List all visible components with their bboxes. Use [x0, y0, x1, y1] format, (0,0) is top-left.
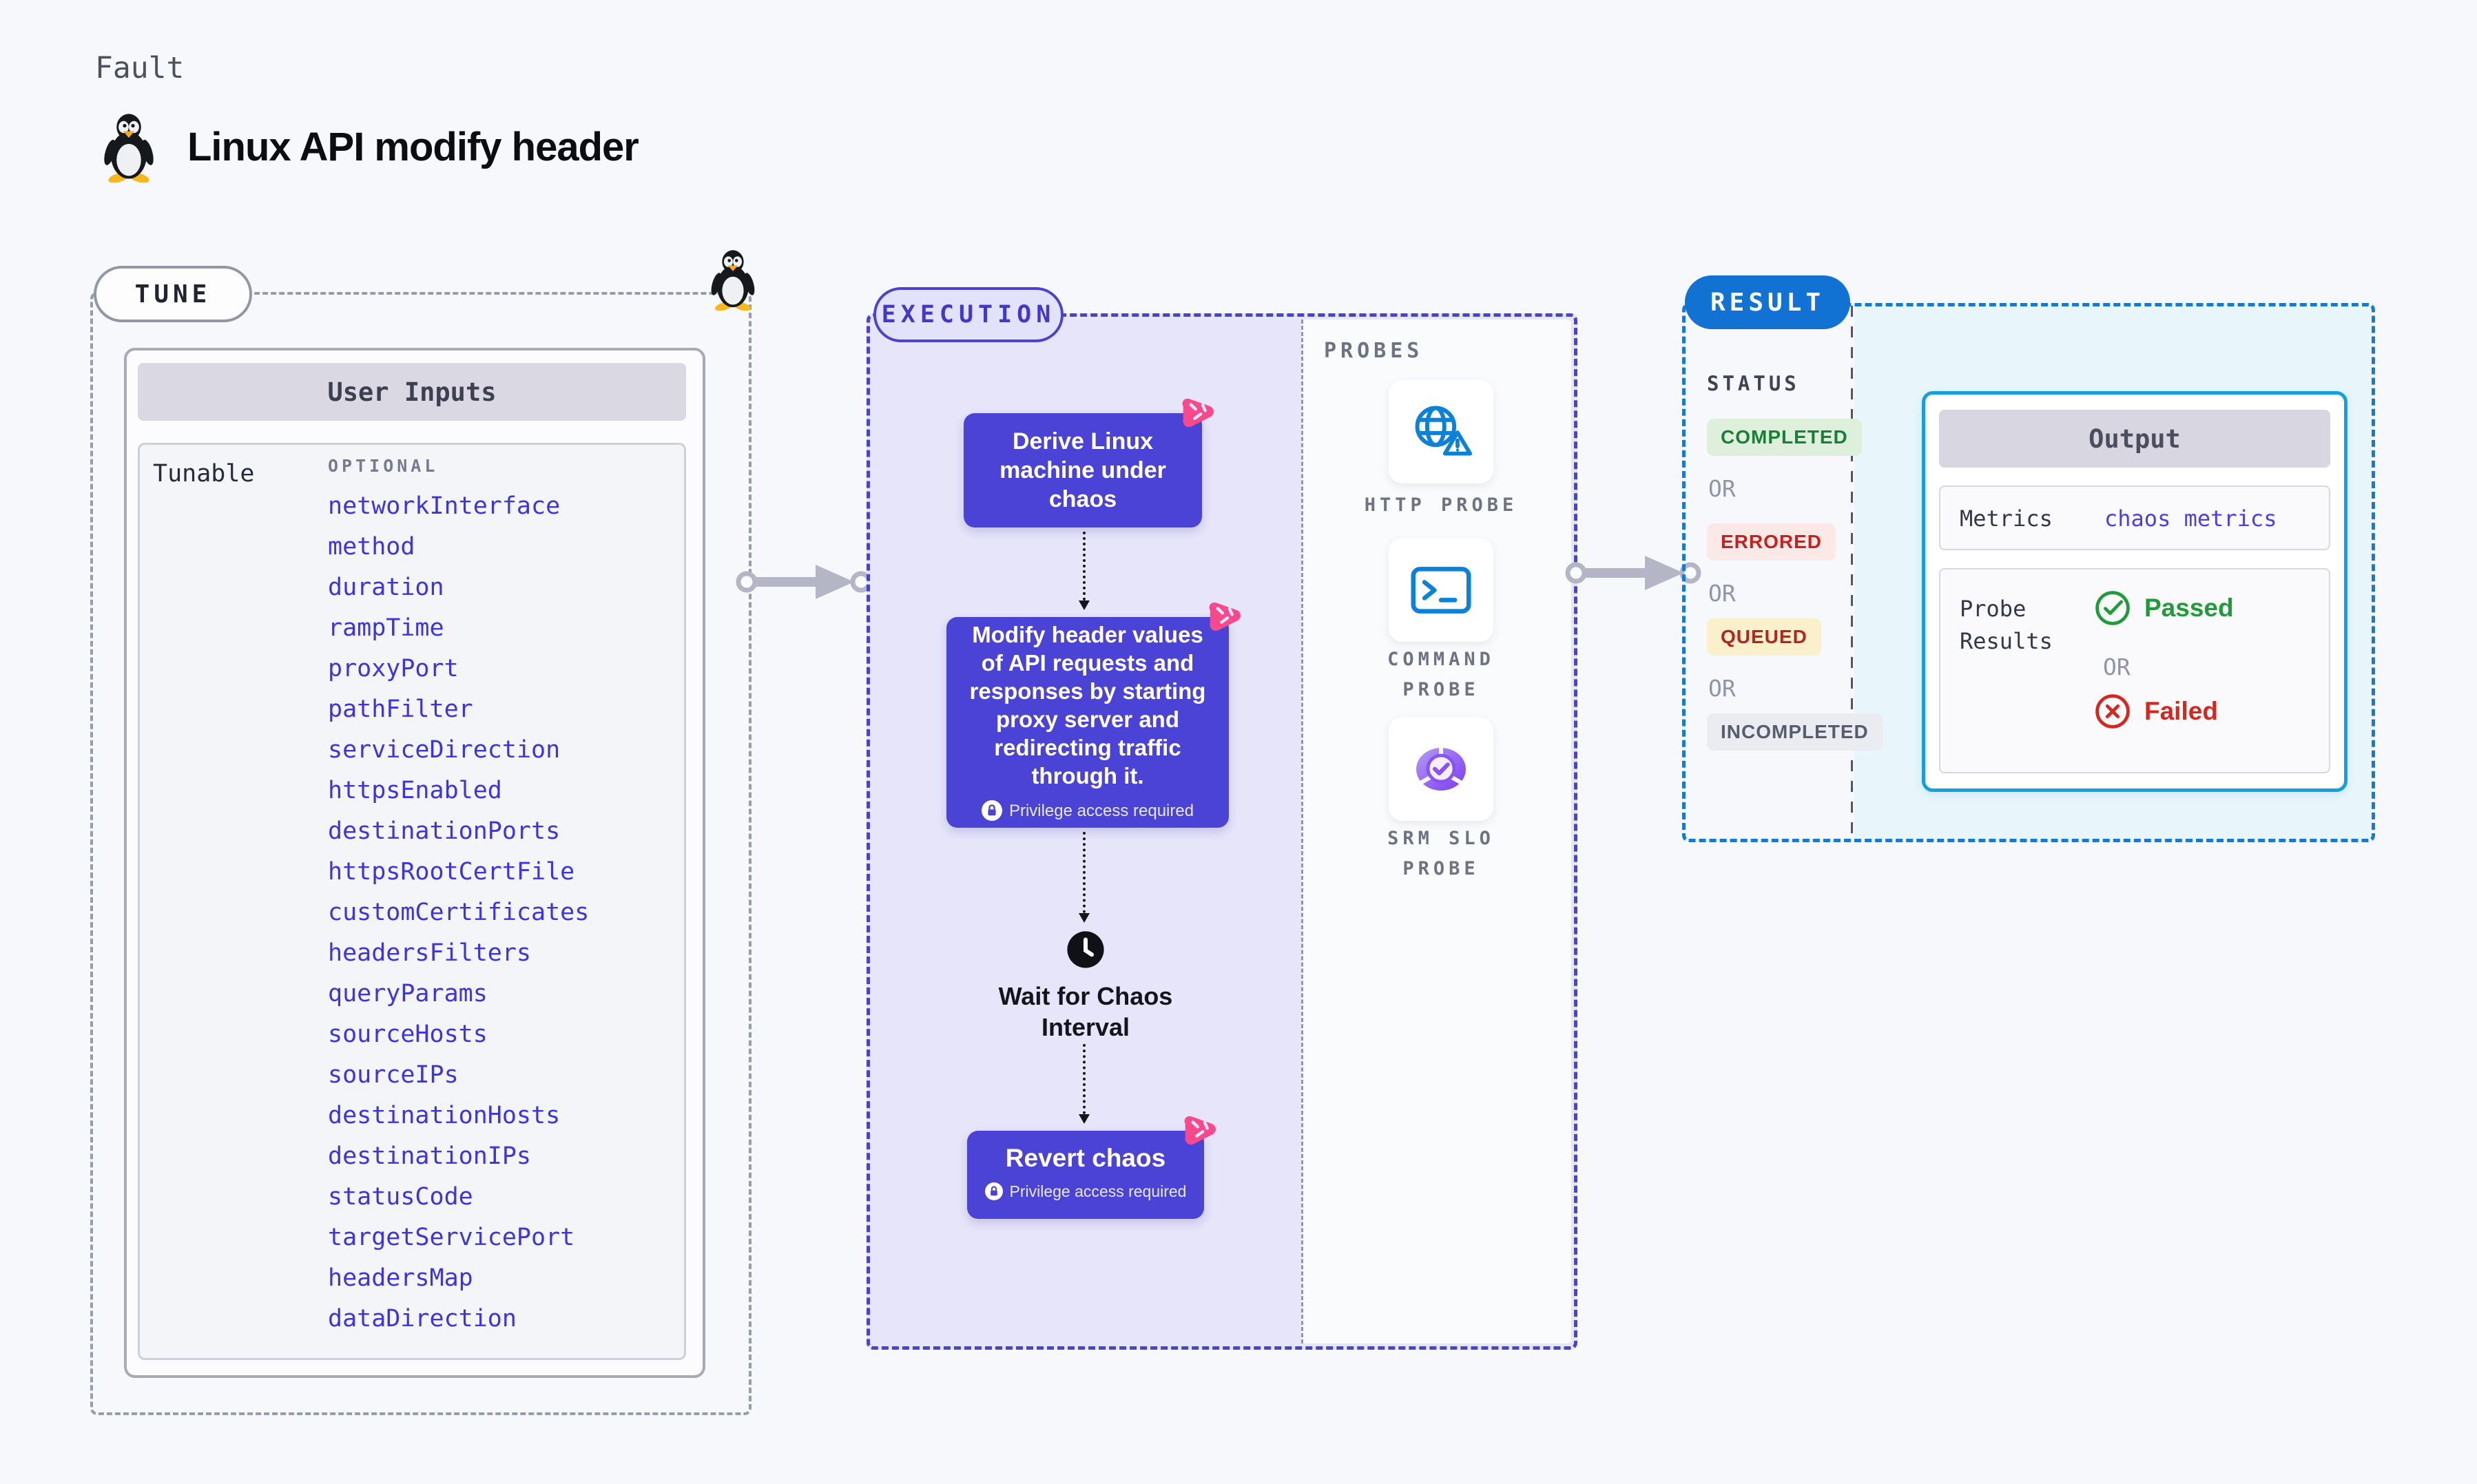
lock-icon [984, 1182, 1003, 1200]
step-text: Revert chaos [1005, 1144, 1166, 1172]
status-badge-completed: COMPLETED [1707, 419, 1862, 456]
user-inputs-header: User Inputs [138, 363, 686, 421]
tunable-label: Tunable [153, 460, 255, 488]
execution-badge: EXECUTION [873, 287, 1064, 342]
chaos-icon [1174, 1108, 1224, 1156]
chaos-icon [1199, 594, 1249, 642]
tune-panel [90, 292, 752, 1415]
tunable-param-link[interactable]: destinationPorts [328, 817, 561, 845]
tunable-param-link[interactable]: destinationHosts [328, 1102, 561, 1129]
clock-icon [1067, 931, 1104, 968]
status-badge-incompleted: INCOMPLETED [1707, 713, 1883, 751]
status-badge-queued: QUEUED [1707, 618, 1821, 656]
tunables-box [138, 443, 686, 1360]
result-badge: RESULT [1685, 275, 1850, 329]
flow-arrow-down [1079, 832, 1090, 923]
tux-penguin-icon [709, 250, 757, 311]
tunable-param-link[interactable]: httpsEnabled [328, 777, 502, 804]
tunable-param-link[interactable]: headersFilters [328, 939, 532, 967]
step-text: Derive Linux machine under chaos [999, 428, 1166, 512]
http-probe-card [1389, 380, 1493, 483]
output-header: Output [1939, 410, 2330, 468]
tunable-param-link[interactable]: headersMap [328, 1264, 473, 1292]
step-text: Modify header values of API requests and… [969, 621, 1206, 788]
tunable-param-link[interactable]: networkInterface [328, 492, 561, 520]
failed-label: Failed [2144, 697, 2218, 725]
tunable-param-link[interactable]: sourceIPs [328, 1061, 459, 1089]
lock-icon [981, 800, 1002, 821]
command-probe-icon [1411, 567, 1471, 614]
step-revert-chaos: Revert chaos Privilege access required [967, 1131, 1204, 1219]
tunable-param-list: networkInterface method duration rampTim… [328, 486, 589, 1339]
tunable-param-link[interactable]: sourceHosts [328, 1021, 488, 1048]
flow-arrow-down [1079, 1044, 1090, 1124]
tunable-param-link[interactable]: queryParams [328, 980, 488, 1007]
wait-chaos-interval-label: Wait for Chaos Interval [998, 982, 1173, 1041]
or-label: OR [2103, 654, 2131, 680]
tune-to-execution-arrow [736, 560, 872, 604]
srm-slo-probe-card [1389, 718, 1493, 821]
or-label: OR [1708, 580, 1736, 607]
metrics-row: Metrics chaos metrics [1939, 485, 2330, 550]
page-title: Linux API modify header [187, 125, 639, 169]
tunable-param-link[interactable]: duration [328, 574, 444, 601]
output-card: Output Metrics chaos metrics Probe Resul… [1922, 391, 2348, 792]
chaos-metrics-link[interactable]: chaos metrics [2104, 505, 2277, 532]
metrics-label: Metrics [1960, 505, 2053, 532]
http-probe-label: HTTP PROBE [1364, 494, 1518, 516]
tunable-param-link[interactable]: method [328, 533, 415, 561]
probes-header: PROBES [1324, 339, 1424, 363]
probes-panel [1301, 320, 1571, 1344]
or-label: OR [1708, 475, 1736, 502]
or-label: OR [1708, 675, 1736, 702]
tunable-param-link[interactable]: customCertificates [328, 899, 590, 926]
passed-label: Passed [2144, 594, 2234, 622]
check-circle-icon [2095, 591, 2130, 625]
privilege-row: Privilege access required [981, 797, 1194, 825]
privilege-row: Privilege access required [984, 1176, 1187, 1206]
step-derive-machine: Derive Linux machine under chaos [964, 413, 1202, 527]
tux-penguin-icon [101, 114, 156, 182]
status-badge-errored: ERRORED [1707, 523, 1836, 561]
status-header: STATUS [1707, 372, 1800, 395]
tunable-param-link[interactable]: targetServicePort [328, 1224, 575, 1251]
tunable-param-link[interactable]: rampTime [328, 614, 444, 642]
command-probe-card [1389, 539, 1493, 642]
privilege-label: Privilege access required [1009, 1182, 1187, 1200]
tunable-param-link[interactable]: dataDirection [328, 1305, 517, 1333]
tune-badge: TUNE [94, 266, 252, 322]
tunable-param-link[interactable]: destinationIPs [328, 1142, 532, 1170]
step-modify-header: Modify header values of API requests and… [946, 617, 1229, 828]
status-output-divider [1851, 306, 1853, 839]
tunable-param-link[interactable]: httpsRootCertFile [328, 858, 575, 886]
flow-arrow-down [1079, 532, 1090, 610]
failed-verdict: Failed [2093, 692, 2218, 731]
fault-eyebrow: Fault [95, 51, 185, 85]
probe-results-label: Probe Results [1960, 596, 2053, 654]
probe-results-row: Probe Results Passed OR Failed [1939, 568, 2330, 773]
tunable-param-link[interactable]: serviceDirection [328, 736, 561, 764]
optional-label: OPTIONAL [328, 456, 439, 476]
passed-verdict: Passed [2093, 589, 2234, 627]
command-probe-label: COMMAND PROBE [1387, 649, 1495, 700]
srm-slo-probe-label: SRM SLO PROBE [1387, 828, 1495, 879]
srm-slo-probe-icon [1416, 747, 1466, 791]
x-circle-icon [2095, 694, 2130, 729]
chaos-icon [1172, 390, 1222, 438]
tunable-param-link[interactable]: statusCode [328, 1183, 473, 1211]
tunable-param-link[interactable]: pathFilter [328, 696, 473, 723]
privilege-label: Privilege access required [1008, 801, 1194, 820]
execution-to-result-arrow [1565, 551, 1701, 595]
http-probe-icon [1415, 406, 1473, 456]
tunable-param-link[interactable]: proxyPort [328, 655, 459, 682]
